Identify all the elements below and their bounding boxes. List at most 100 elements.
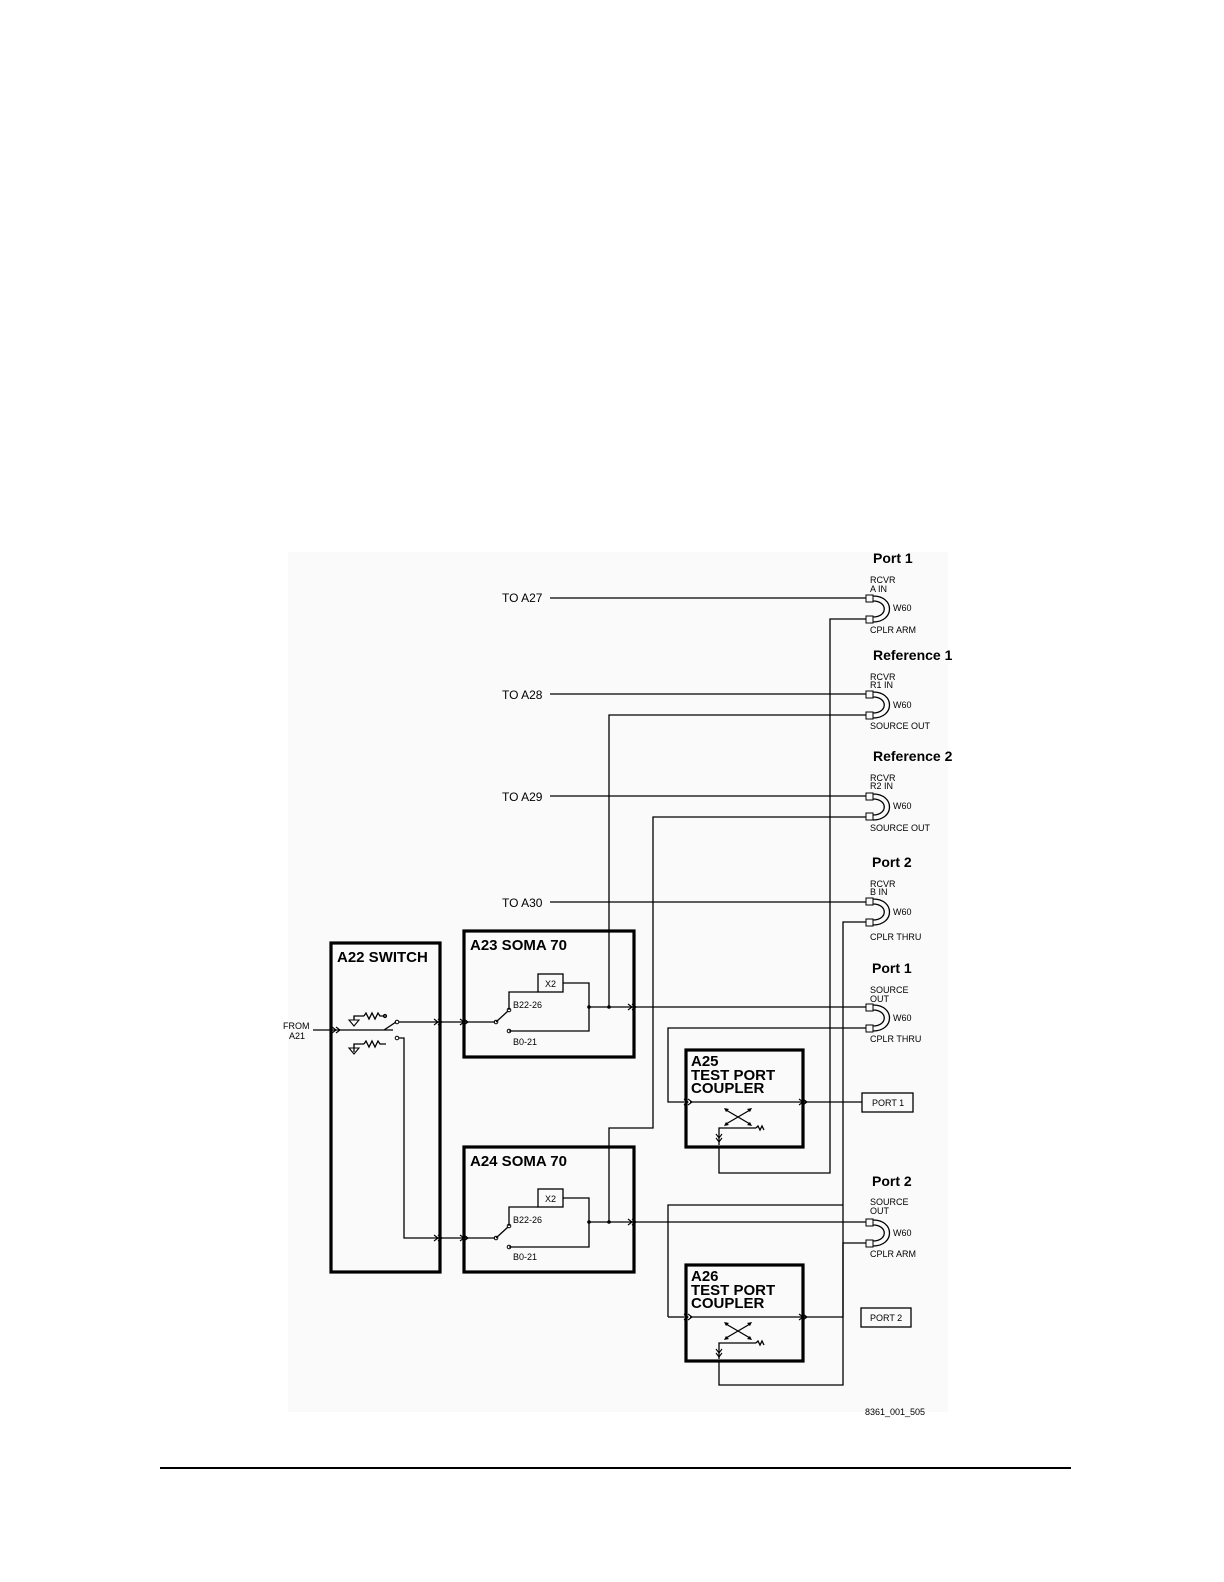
band-low-label: B0-21 — [513, 1252, 537, 1262]
connector-label-bottom: CPLR ARM — [870, 1249, 916, 1259]
wire-ref1-source-out — [608, 714, 866, 1007]
connector-label-bottom: CPLR THRU — [870, 932, 921, 942]
section-title: Port 2 — [872, 1173, 912, 1189]
port2-box — [860, 1307, 912, 1328]
a23-soma-block: A23 SOMA 70 X2 B22-26 B0-21 — [462, 929, 637, 1059]
multiplier-label: X2 — [545, 1194, 556, 1204]
to-label: TO A27 — [502, 591, 543, 605]
a24-title: A24 SOMA 70 — [470, 1153, 567, 1170]
a25-coupler-block: A25 TEST PORT COUPLER — [683, 1048, 808, 1149]
port2-connector: PORT 2 — [860, 1307, 912, 1328]
section-title: Port 2 — [872, 854, 912, 870]
a22-switch-block: A22 SWITCH FROM A21 — [283, 941, 443, 1274]
connector-label-top: SOURCE — [870, 1197, 909, 1207]
port1-connector: PORT 1 — [861, 1092, 914, 1113]
wire-a26-input — [667, 1204, 843, 1317]
a26-frame — [684, 1263, 805, 1363]
connector-label-sub: B IN — [870, 887, 888, 897]
a24-frame — [462, 1145, 636, 1274]
a25-title-line1: A25 — [691, 1053, 719, 1070]
cable-label: W60 — [893, 700, 912, 710]
connector-label-sub: OUT — [870, 1206, 890, 1216]
a23-frame — [462, 929, 636, 1059]
figure-id: 8361_001_505 — [865, 1407, 925, 1417]
to-label: TO A30 — [502, 896, 543, 910]
section-title: Reference 1 — [873, 647, 953, 663]
semirigid-cable — [872, 595, 890, 623]
cable-label: W60 — [893, 1228, 912, 1238]
band-switch — [495, 1226, 509, 1239]
a23-title: A23 SOMA 70 — [470, 937, 567, 954]
connector-label-bottom: SOURCE OUT — [870, 823, 931, 833]
band-high-label: B22-26 — [513, 1000, 542, 1010]
connector-label-bottom: CPLR ARM — [870, 625, 916, 635]
connector-label-sub: OUT — [870, 994, 890, 1004]
interconnect-wires — [608, 618, 866, 1386]
port1-box — [861, 1092, 914, 1113]
coupler-cross-icon — [725, 1109, 751, 1125]
semirigid-cable — [872, 793, 890, 821]
diagram-background — [288, 552, 948, 1412]
cable-label: W60 — [893, 801, 912, 811]
connector-label-top: SOURCE — [870, 985, 909, 995]
connector-label-sub: R1 IN — [870, 680, 893, 690]
from-label-line1: FROM — [283, 1021, 310, 1031]
to-label: TO A29 — [502, 790, 543, 804]
a26-title-line1: A26 — [691, 1268, 719, 1285]
connector-group-port1-source-out: Port 1 SOURCE OUT W60 CPLR THRU — [865, 960, 921, 1044]
section-title: Port 1 — [873, 550, 913, 566]
band-high-label: B22-26 — [513, 1215, 542, 1225]
semirigid-cable — [872, 1219, 890, 1247]
a25-frame — [684, 1048, 805, 1149]
connector-label-top: RCVR — [870, 575, 896, 585]
cable-label: W60 — [893, 1013, 912, 1023]
section-title: Port 1 — [872, 960, 912, 976]
connector-group-reference-1: Reference 1 RCVR R1 IN W60 SOURCE OUT — [865, 647, 953, 731]
band-low-label: B0-21 — [513, 1037, 537, 1047]
a26-title-line3: COUPLER — [691, 1295, 765, 1312]
a22-frame — [329, 941, 442, 1274]
port2-label: PORT 2 — [870, 1313, 902, 1323]
wire-port2-cplr-arm — [718, 1242, 866, 1386]
wire-port1-cplr-arm — [718, 618, 866, 1174]
semirigid-cable — [872, 898, 890, 926]
a24-soma-block: A24 SOMA 70 X2 B22-26 B0-21 — [462, 1145, 637, 1274]
cable-label: W60 — [893, 907, 912, 917]
semirigid-cable — [872, 1004, 890, 1032]
port1-label: PORT 1 — [872, 1098, 904, 1108]
termination-resistor — [363, 1039, 386, 1049]
a26-title-line2: TEST PORT — [691, 1282, 775, 1299]
load-resistor — [755, 1339, 765, 1347]
from-label-line2: A21 — [289, 1031, 305, 1041]
wire-port1-cplr-thru — [667, 1027, 866, 1103]
section-title: Reference 2 — [873, 748, 953, 764]
wire-port2-cplr-thru — [803, 921, 866, 1318]
coupler-cross-icon — [725, 1323, 751, 1339]
connector-label-bottom: CPLR THRU — [870, 1034, 921, 1044]
a25-title-line3: COUPLER — [691, 1080, 765, 1097]
connector-label-sub: R2 IN — [870, 781, 893, 791]
multiplier-label: X2 — [545, 979, 556, 989]
connector-label-top: RCVR — [870, 672, 896, 682]
wire-ref2-source-out — [608, 816, 866, 1222]
connector-group-port1-a-in: Port 1 RCVR A IN W60 CPLR ARM — [865, 550, 916, 635]
connector-label-top: RCVR — [870, 879, 896, 889]
connector-group-port2-source-out: Port 2 SOURCE OUT W60 CPLR ARM — [865, 1173, 916, 1259]
load-resistor — [755, 1124, 765, 1132]
connector-label-top: RCVR — [870, 773, 896, 783]
termination-resistor — [363, 1011, 386, 1021]
cable-label: W60 — [893, 603, 912, 613]
connector-label-bottom: SOURCE OUT — [870, 721, 931, 731]
to-label: TO A28 — [502, 688, 543, 702]
a26-coupler-block: A26 TEST PORT COUPLER — [683, 1263, 808, 1363]
connector-group-reference-2: Reference 2 RCVR R2 IN W60 SOURCE OUT — [865, 748, 953, 833]
semirigid-cable — [872, 691, 890, 719]
a22-title: A22 SWITCH — [337, 949, 428, 966]
a25-title-line2: TEST PORT — [691, 1067, 775, 1084]
connector-label-sub: A IN — [870, 584, 887, 594]
receiver-output-lines: TO A27 TO A28 TO A29 TO A30 — [502, 591, 866, 910]
footer-rule — [160, 1467, 1071, 1469]
switch-arm — [383, 1021, 397, 1031]
band-switch — [495, 1010, 509, 1023]
